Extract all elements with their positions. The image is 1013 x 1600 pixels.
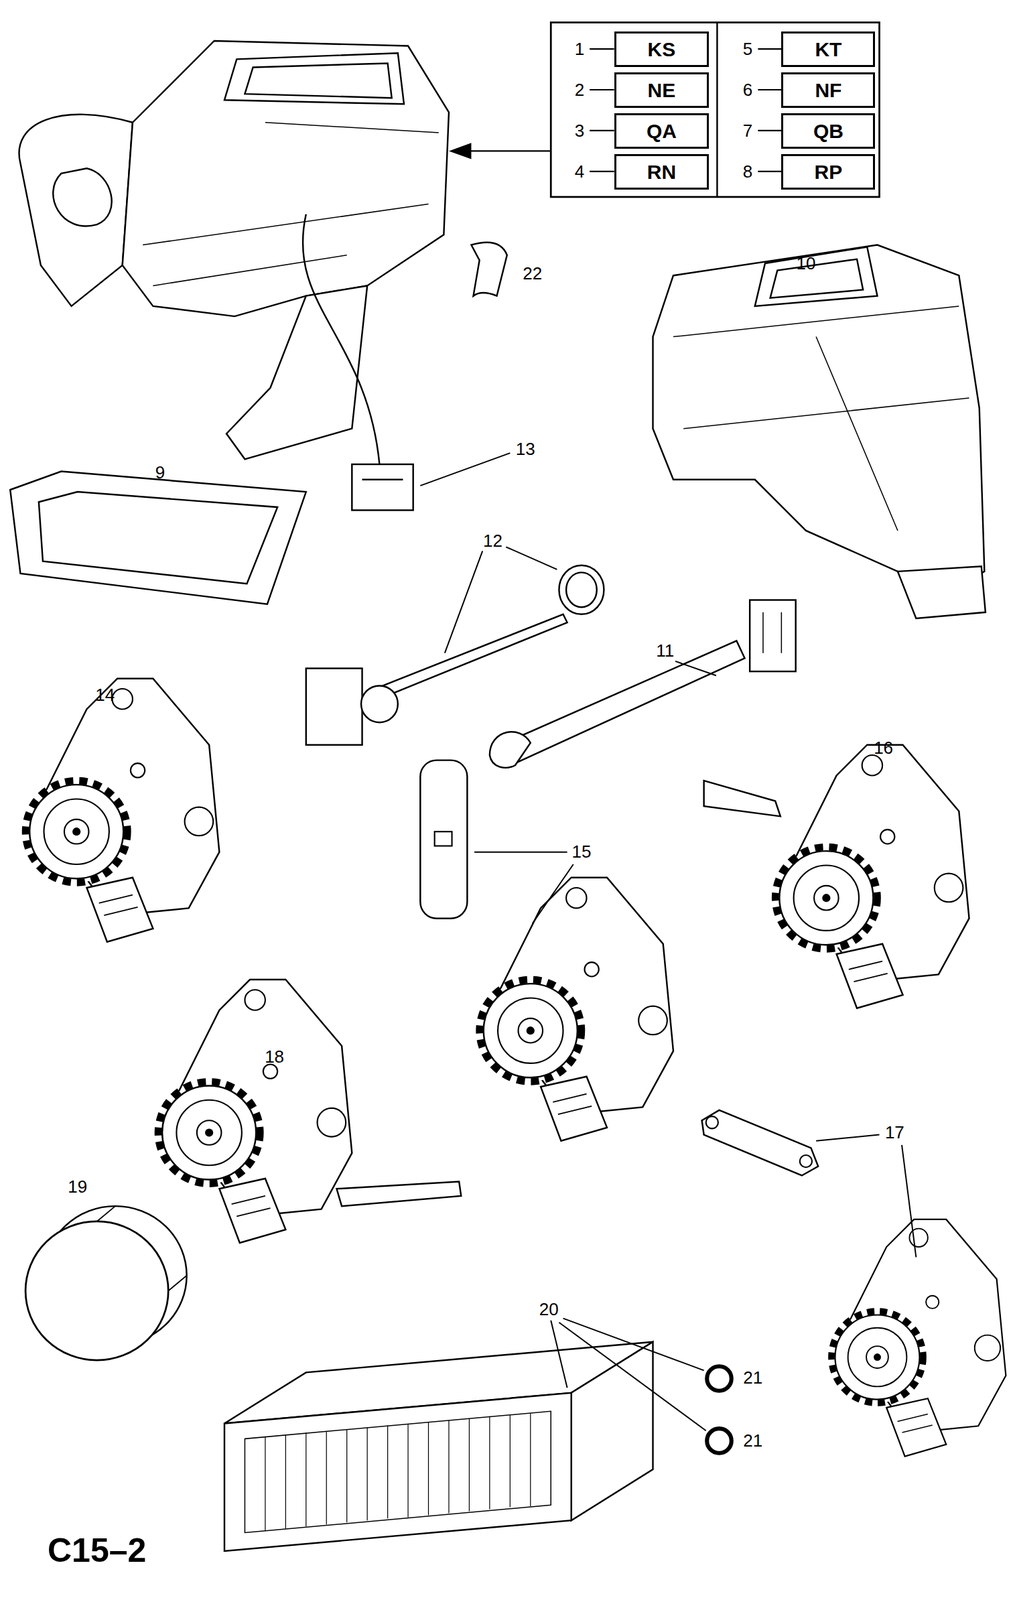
pin-number: 5 bbox=[743, 40, 753, 58]
callout-number: 14 bbox=[95, 686, 115, 704]
connector-code-box: KT bbox=[781, 31, 875, 67]
connector-code-box: QA bbox=[614, 113, 710, 149]
pin-number: 7 bbox=[743, 121, 753, 140]
callout-number: 20 bbox=[539, 1300, 559, 1318]
connector-code-box: RP bbox=[781, 154, 875, 190]
callout-number: 21 bbox=[743, 1368, 763, 1387]
callout-number: 21 bbox=[743, 1431, 763, 1450]
connector-code: RP bbox=[814, 162, 843, 183]
pin-number: 4 bbox=[574, 162, 585, 181]
pin-number: 3 bbox=[574, 121, 585, 140]
connector-code: QB bbox=[813, 121, 844, 142]
connector-code-box: NE bbox=[614, 72, 710, 108]
pin-number: 6 bbox=[743, 81, 753, 99]
connector-code: RN bbox=[647, 162, 677, 183]
callout-number: 13 bbox=[515, 440, 536, 458]
pin-number: 8 bbox=[743, 162, 753, 181]
connector-code: KT bbox=[814, 39, 842, 60]
callout-number: 16 bbox=[873, 738, 894, 757]
figure-code: C15–2 bbox=[47, 1533, 147, 1568]
callout-number: 9 bbox=[155, 463, 165, 482]
connector-code-box: QB bbox=[781, 113, 875, 149]
callout-number: 11 bbox=[655, 641, 674, 660]
callout-number: 15 bbox=[571, 842, 591, 861]
pin-number: 1 bbox=[574, 40, 585, 58]
connector-code: QA bbox=[646, 121, 677, 142]
callout-number: 10 bbox=[795, 254, 816, 273]
connector-code-box: NF bbox=[781, 72, 875, 108]
callout-number: 12 bbox=[483, 531, 503, 550]
connector-code-box: RN bbox=[614, 154, 710, 190]
connector-code-box: KS bbox=[614, 31, 710, 67]
pin-number: 2 bbox=[574, 81, 585, 99]
callout-number: 22 bbox=[522, 264, 543, 283]
callout-number: 19 bbox=[67, 1177, 88, 1196]
callout-number: 18 bbox=[264, 1047, 285, 1066]
callout-number: 17 bbox=[885, 1123, 905, 1141]
connector-code: NE bbox=[647, 80, 677, 101]
connector-code: KS bbox=[647, 39, 677, 60]
connector-code: NF bbox=[814, 80, 842, 101]
